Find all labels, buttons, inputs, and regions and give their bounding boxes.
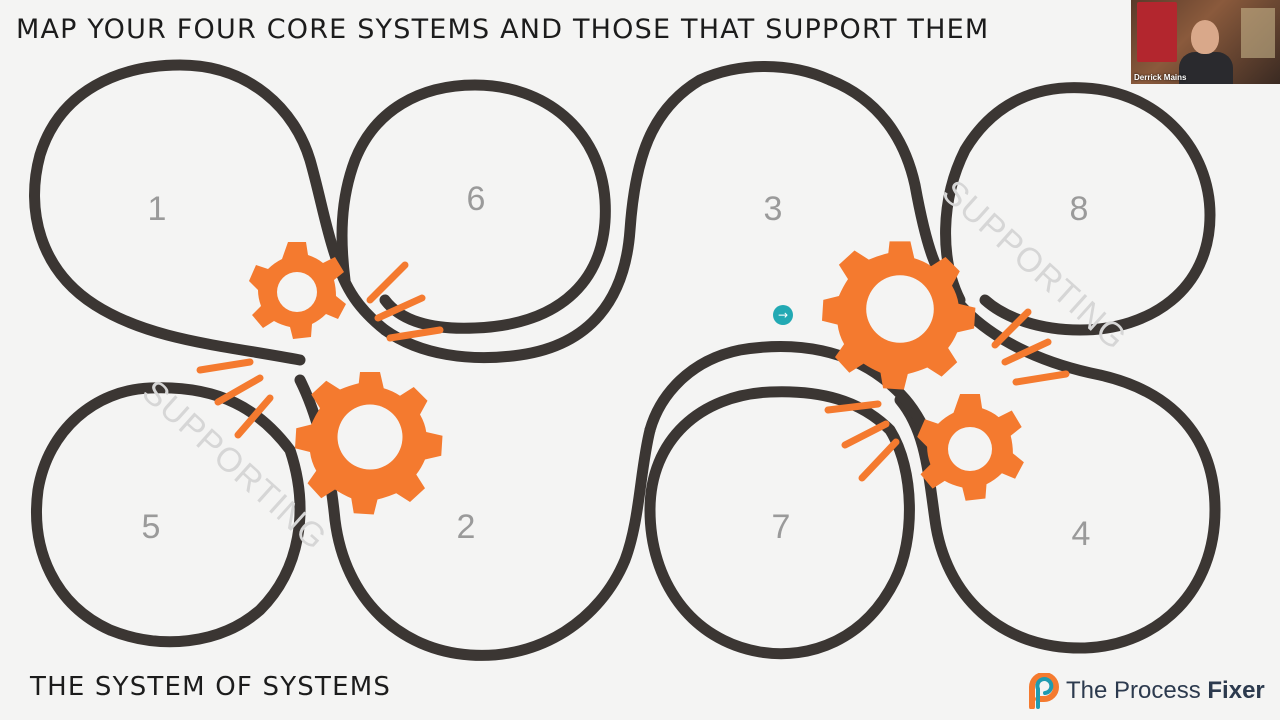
window-decor <box>1241 8 1275 58</box>
loop-number-6: 6 <box>467 180 486 218</box>
participant-head <box>1191 20 1219 54</box>
arrow-right-icon: → <box>773 305 793 325</box>
participant-name: Derrick Mains <box>1134 73 1187 82</box>
loop-number-8: 8 <box>1070 190 1089 228</box>
motion-dashes <box>196 261 1070 482</box>
loop-6-path <box>336 79 611 334</box>
brand-prefix: The Process <box>1066 677 1208 704</box>
loop-7-path <box>644 386 915 660</box>
loop-8-path <box>940 82 1216 336</box>
process-fixer-logo-icon <box>1029 673 1059 709</box>
track-2-7 <box>644 341 931 436</box>
slide-title: MAP YOUR FOUR CORE SYSTEMS AND THOSE THA… <box>16 14 990 45</box>
brand-logo: The Process Fixer <box>1024 671 1265 711</box>
video-participant-tile[interactable]: Derrick Mains <box>1131 0 1280 84</box>
participant-body <box>1179 52 1233 84</box>
loop-5-path <box>31 382 306 648</box>
brand-name: The Process Fixer <box>1066 677 1265 705</box>
loop-number-3: 3 <box>764 190 783 228</box>
slide-subtitle: THE SYSTEM OF SYSTEMS <box>30 672 392 702</box>
gear-large-left-icon <box>295 372 443 515</box>
track-6-2 <box>379 61 836 364</box>
gear-small-left-icon <box>249 242 346 339</box>
loop-number-5: 5 <box>142 508 161 546</box>
loop-number-7: 7 <box>772 508 791 546</box>
poster-decor <box>1137 2 1177 62</box>
gear-large-right-icon <box>822 241 976 390</box>
loop-number-1: 1 <box>148 190 167 228</box>
track-8-4 <box>894 304 1221 654</box>
loop-1-path <box>29 59 391 366</box>
loop-number-2: 2 <box>457 508 476 546</box>
brand-bold: Fixer <box>1207 677 1265 704</box>
gear-small-right-icon <box>917 394 1024 501</box>
loop-number-4: 4 <box>1072 515 1091 553</box>
left-track <box>29 59 836 661</box>
